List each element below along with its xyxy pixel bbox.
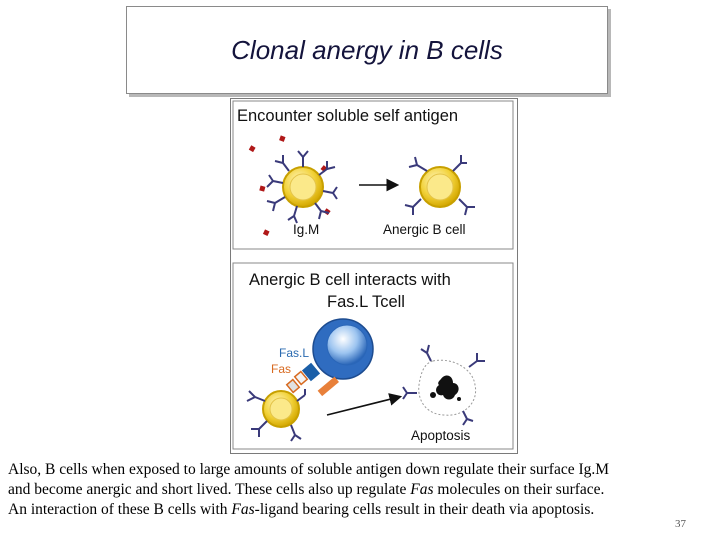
- panel-top-heading: Encounter soluble self antigen: [237, 107, 458, 125]
- b-cell-naive: [283, 167, 323, 207]
- title-box: Clonal anergy in B cells: [126, 6, 608, 94]
- label-igm: Ig.M: [293, 222, 319, 237]
- panel-bottom-heading-line1: Anergic B cell interacts with: [249, 271, 451, 289]
- caption-fas-italic-2: Fas: [231, 501, 254, 518]
- slide-title: Clonal anergy in B cells: [231, 35, 503, 66]
- caption-line-2: and become anergic and short lived. Thes…: [8, 480, 714, 500]
- b-cell-anergic: [420, 167, 460, 207]
- caption-line-3: An interaction of these B cells with Fas…: [8, 500, 714, 520]
- panel-bottom-heading-line2: Fas.L Tcell: [327, 293, 405, 311]
- caption-line-3-end: -ligand bearing cells result in their de…: [255, 501, 595, 518]
- caption-fas-italic-1: Fas: [410, 481, 433, 498]
- label-anergic-b-cell: Anergic B cell: [383, 222, 466, 237]
- caption: Also, B cells when exposed to large amou…: [8, 460, 714, 520]
- slide-number: 37: [675, 518, 686, 530]
- label-fas: Fas: [271, 362, 291, 376]
- t-cell: [313, 319, 373, 379]
- clonal-anergy-figure: Encounter soluble self antigen: [230, 98, 518, 454]
- figure-drawing: Encounter soluble self antigen: [231, 99, 517, 453]
- label-fasl: Fas.L: [279, 346, 309, 360]
- label-apoptosis: Apoptosis: [411, 428, 471, 443]
- caption-line-2-text: and become anergic and short lived. Thes…: [8, 481, 406, 498]
- caption-line-2-end: molecules on their surface.: [434, 481, 605, 498]
- caption-line-3-start: An interaction of these B cells with: [8, 501, 231, 518]
- b-cell-interacting: [263, 391, 299, 427]
- caption-line-1: Also, B cells when exposed to large amou…: [8, 460, 714, 480]
- caption-line-1-text: Also, B cells when exposed to large amou…: [8, 461, 609, 478]
